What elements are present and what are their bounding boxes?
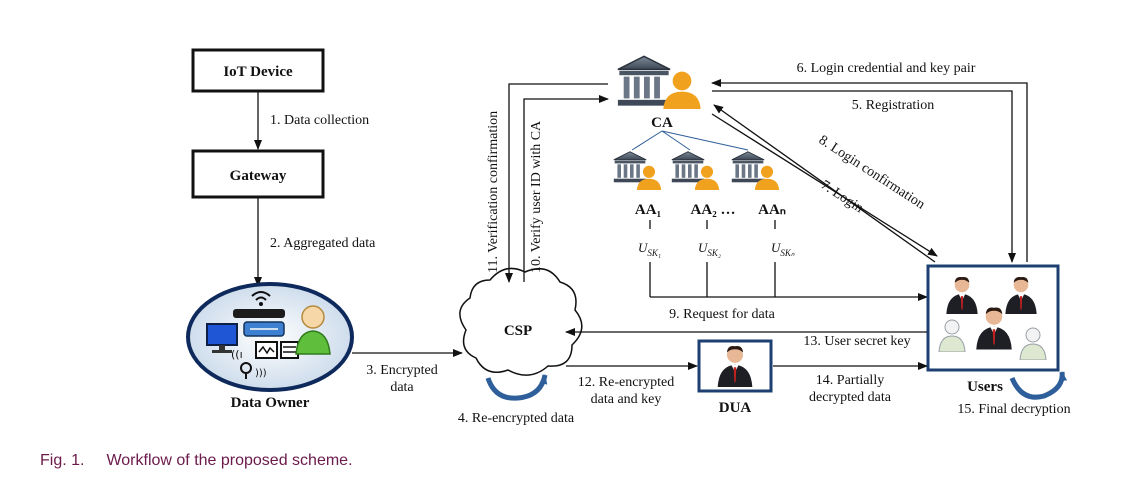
figure-caption: Fig. 1. Workflow of the proposed scheme. [40, 452, 353, 470]
gateway-node: Gateway [191, 149, 325, 199]
bulb-icon [240, 362, 252, 379]
aa-1-label: AA₁ [635, 202, 661, 218]
figure-caption-text: Workflow of the proposed scheme. [106, 452, 353, 469]
csp-label: CSP [504, 323, 532, 339]
wave-icon: ))) [255, 368, 267, 379]
aa-1-node: AA₁ [613, 151, 662, 218]
edge-14-label-line2: decrypted data [809, 390, 892, 405]
usk-1-label: USK₁ [638, 240, 661, 258]
edge-11-arrow [505, 83, 608, 283]
usk-2-label: USK₂ [698, 240, 721, 258]
data-owner-label: Data Owner [231, 395, 310, 411]
edge-3-label-line2: data [390, 380, 414, 395]
ca-label: CA [651, 115, 673, 131]
edge-7-arrow [713, 104, 936, 263]
edge-9-path [649, 262, 928, 301]
owner-avatar-icon [295, 305, 331, 355]
aa-2-label: AA₂ … [691, 202, 736, 218]
workflow-diagram: IoT Device 1. Data collection Gateway 2.… [186, 48, 1071, 426]
edge-9-label: 9. Request for data [669, 307, 776, 322]
data-owner-node: ((ı ))) [186, 282, 354, 392]
wifi-icon [251, 291, 271, 301]
chip-icon [255, 341, 278, 359]
users-node: Users [926, 264, 1060, 395]
iot-device-node: IoT Device [191, 48, 325, 93]
signal-icon: ((ı [231, 348, 243, 361]
users-final-decryption-cycle [1009, 371, 1068, 400]
edge-13-label: 13. User secret key [803, 334, 910, 349]
aa-n-label: AAₙ [758, 202, 786, 218]
edge-1-label: 1. Data collection [270, 113, 369, 128]
edge-12-label-line2: data and key [591, 392, 662, 407]
ca-node: CA [617, 55, 701, 131]
iot-device-label: IoT Device [223, 64, 293, 80]
edge-11-label: 11. Verification confirmation [486, 111, 501, 273]
dua-label: DUA [719, 400, 752, 416]
edge-7-label: 7. Login [818, 178, 866, 216]
csp-reencrypt-cycle [485, 374, 548, 401]
edge-4-label: 4. Re-encrypted data [458, 411, 575, 426]
edge-5-arrow [712, 90, 1016, 263]
csp-node: CSP [459, 267, 583, 376]
edge-6-label: 6. Login credential and key pair [797, 61, 976, 76]
edge-8-label: 8. Login confirmation [816, 133, 928, 213]
storage-icon [280, 341, 299, 359]
edge-8-arrow [711, 113, 938, 257]
edge-2-label: 2. Aggregated data [270, 236, 376, 251]
aa-2-node: AA₂ … [671, 151, 736, 218]
edge-15-label: 15. Final decryption [957, 402, 1070, 417]
ca-aa-tree [631, 130, 749, 151]
aa-n-node: AAₙ [731, 151, 786, 218]
gateway-label: Gateway [230, 168, 287, 184]
router-icon [233, 309, 285, 318]
computer-icon [206, 323, 238, 353]
edge-6-arrow [711, 79, 1028, 262]
edge-10-arrow [523, 95, 609, 282]
dua-node: DUA [697, 339, 773, 416]
users-label: Users [967, 379, 1003, 395]
edge-10-label: 10. Verify user ID with CA [529, 120, 544, 273]
edge-5-label: 5. Registration [852, 98, 934, 113]
figure-number: Fig. 1. [40, 452, 85, 469]
edge-12-label-line1: 12. Re-encrypted [578, 375, 674, 390]
edge-3-label-line1: 3. Encrypted [366, 363, 438, 378]
usk-n-label: USKₙ [771, 240, 795, 258]
edge-14-label-line1: 14. Partially [816, 373, 884, 388]
switch-icon [243, 321, 285, 337]
